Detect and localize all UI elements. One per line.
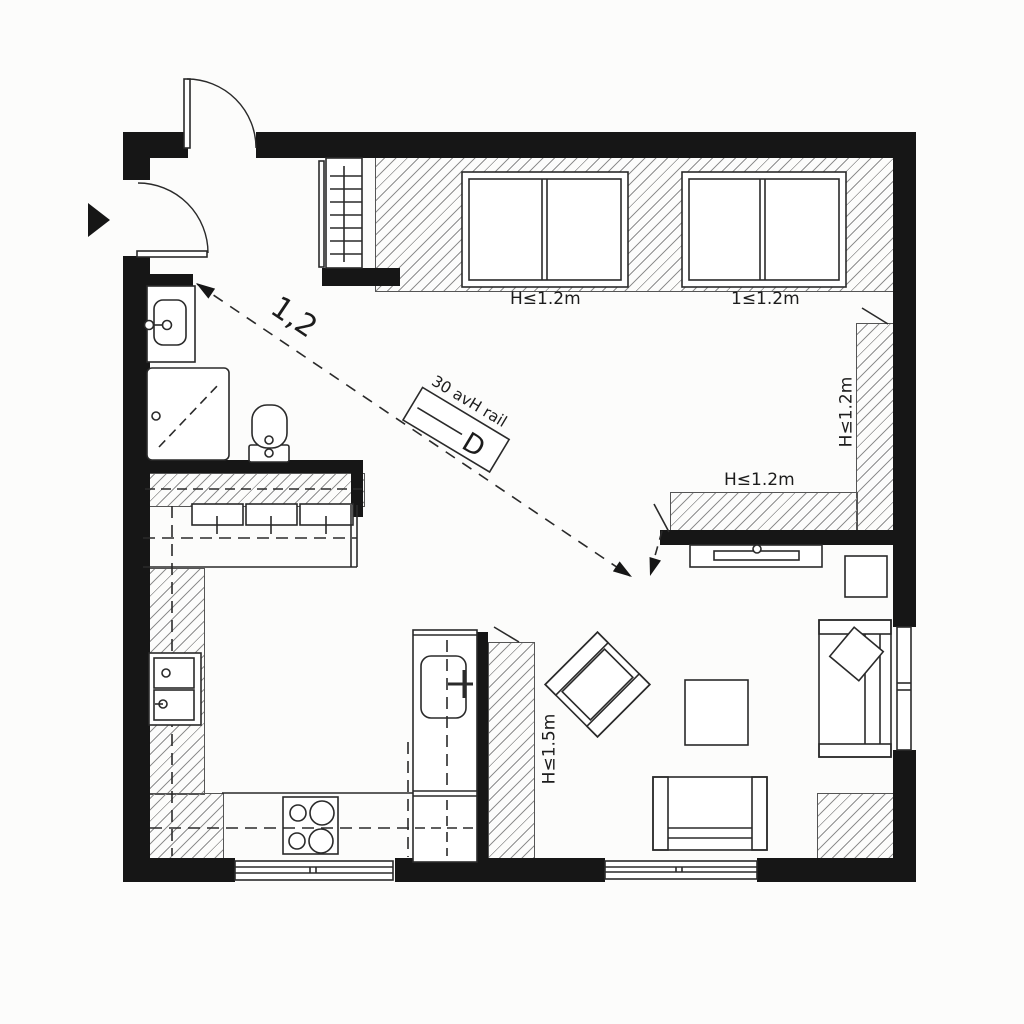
top-exterior-door [183,78,257,149]
right-window [896,626,912,751]
window-2 [681,171,847,288]
diagonal-dimension-line [196,283,663,577]
toilet [248,404,290,463]
window2-height-label: 1≤1.2m [731,289,800,309]
left-wall-main [123,256,150,882]
side-low-wall-label: H≤1.2m [836,376,857,448]
lower-low-wall-label: H≤1.2m [724,470,795,490]
left-counter-block-hatch [143,793,224,860]
corner-block-hatch [817,793,895,860]
entry-direction-arrow-icon [88,203,110,237]
bottom-wall-right [757,858,916,882]
sideboard [689,544,823,568]
shower-tray [146,367,230,461]
bottom-window-left [234,860,394,881]
tall-unit-wall-stub [477,632,488,862]
tall-unit [412,629,478,863]
bottom-wall-left [123,858,235,882]
rail-box: D 30 avH rail [401,372,511,474]
loveseat [652,776,768,851]
radiator [318,157,363,269]
kitchen-sink-unit [148,506,202,856]
bottom-window-right [604,860,758,880]
bathroom-bottom-wall [143,460,363,473]
kitchen-counter-hatch [143,473,365,507]
kitchen-wall-cabinets [143,488,362,568]
right-wall-lower [893,750,916,882]
end-table [844,555,888,598]
window-1 [461,171,629,288]
living-divider-wall [660,530,893,545]
leader-lines [493,307,889,643]
coffee-table [684,679,749,746]
rotated-armchair [544,631,651,738]
left-wall-top [123,132,150,180]
partition-hatch [488,642,535,860]
top-wall-main [256,132,916,158]
right-low-wall-hatch [856,323,895,535]
partition-height-label: H≤1.5m [539,713,560,785]
window1-height-label: H≤1.2m [510,289,581,309]
bathroom-sink [143,285,196,363]
right-wall-upper [893,132,916,627]
entry-door [136,182,209,258]
radiator-wall-stub [322,268,400,286]
daybed-sofa [818,619,892,758]
